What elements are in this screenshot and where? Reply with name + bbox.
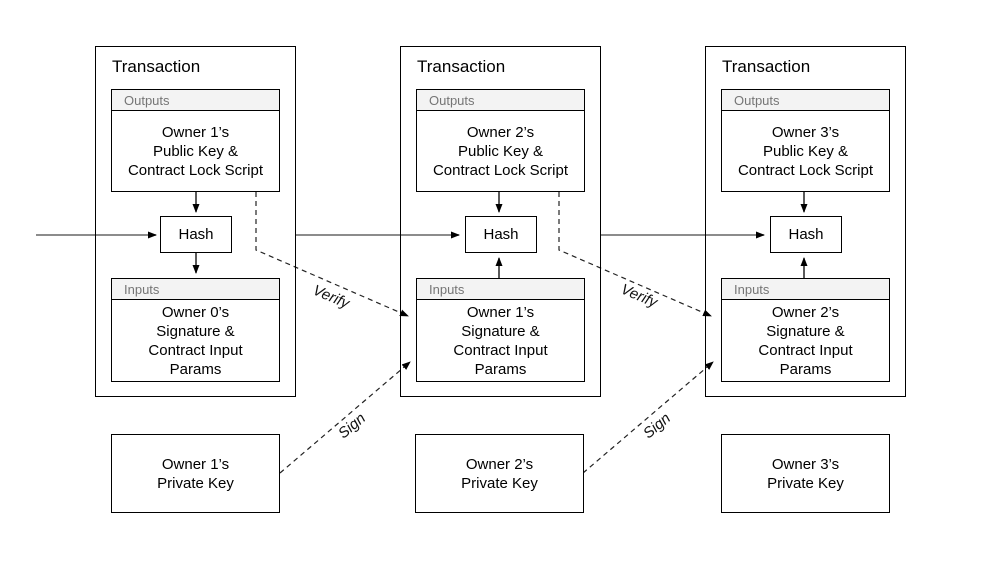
transaction-box-3: Transaction Outputs Owner 3’s Public Key… [705,46,906,397]
inputs-section: Inputs Owner 0’s Signature & Contract In… [111,278,280,382]
private-key-box-2: Owner 2’s Private Key [415,434,584,513]
verify-arrow-tx2-to-tx3 [558,192,712,317]
inputs-header-label: Inputs [112,279,279,300]
outputs-body-text: Owner 1’s Public Key & Contract Lock Scr… [127,123,264,179]
verify-arrow-tx1-to-tx2 [255,192,409,317]
outputs-section: Outputs Owner 1’s Public Key & Contract … [111,89,280,192]
transaction-box-1: Transaction Outputs Owner 1’s Public Key… [95,46,296,397]
outputs-section: Outputs Owner 2’s Public Key & Contract … [416,89,585,192]
sign-arrow-key2-to-tx3 [582,361,714,474]
outputs-header-label: Outputs [417,90,584,111]
outputs-body-text: Owner 2’s Public Key & Contract Lock Scr… [432,123,569,179]
outputs-header-label: Outputs [722,90,889,111]
inputs-body-text: Owner 2’s Signature & Contract Input Par… [758,303,853,378]
hash-box: Hash [770,216,842,253]
hash-box: Hash [160,216,232,253]
transaction-title: Transaction [722,57,811,76]
transaction-box-2: Transaction Outputs Owner 2’s Public Key… [400,46,601,397]
inputs-body-text: Owner 0’s Signature & Contract Input Par… [148,303,243,378]
outputs-header-label: Outputs [112,90,279,111]
outputs-section: Outputs Owner 3’s Public Key & Contract … [721,89,890,192]
inputs-header-label: Inputs [417,279,584,300]
inputs-header-label: Inputs [722,279,889,300]
hash-box: Hash [465,216,537,253]
sign-arrow-key1-to-tx2 [279,361,411,474]
inputs-body-text: Owner 1’s Signature & Contract Input Par… [453,303,548,378]
inputs-section: Inputs Owner 1’s Signature & Contract In… [416,278,585,382]
transaction-title: Transaction [417,57,506,76]
inputs-section: Inputs Owner 2’s Signature & Contract In… [721,278,890,382]
outputs-body-text: Owner 3’s Public Key & Contract Lock Scr… [737,123,874,179]
private-key-box-1: Owner 1’s Private Key [111,434,280,513]
transaction-title: Transaction [112,57,201,76]
private-key-box-3: Owner 3’s Private Key [721,434,890,513]
